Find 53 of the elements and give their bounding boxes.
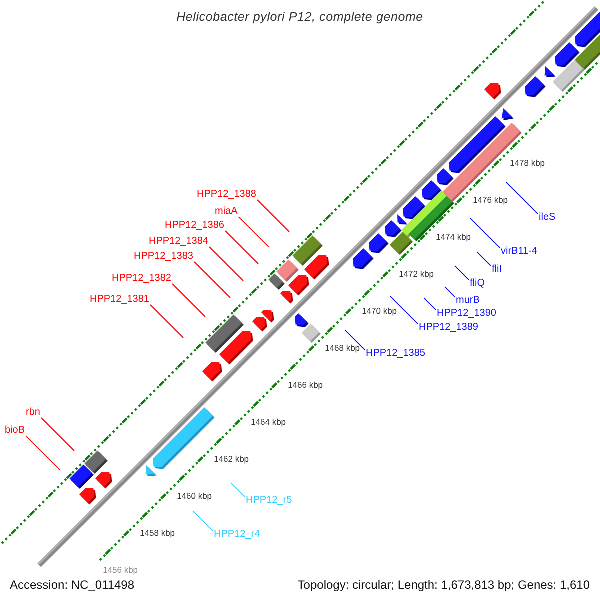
gene-label: HPP12_1386 — [165, 220, 224, 232]
leader-line — [172, 284, 206, 318]
gene-label: murB — [456, 295, 480, 307]
scale-label: 1464 kbp — [251, 417, 286, 428]
scale-label: 1466 kbp — [288, 380, 324, 390]
leader-line — [194, 262, 231, 298]
scale-label: 1474 kbp — [436, 232, 472, 242]
gene-label: HPP12_1384 — [149, 236, 208, 248]
scale-label: 1462 kbp — [214, 454, 250, 464]
leader-line — [470, 218, 500, 248]
scale-label: 1468 kbp — [325, 343, 360, 354]
leader-line — [26, 436, 61, 470]
leader-line — [192, 510, 214, 532]
gene-label: HPP12_1389 — [419, 322, 478, 334]
leader-line — [444, 286, 456, 298]
leader-line — [225, 230, 259, 264]
gene-label: HPP12_1390 — [437, 308, 496, 320]
leader-line — [230, 482, 246, 498]
gene-label: HPP12_1388 — [197, 189, 256, 201]
title: Helicobacter pylori P12, complete genome — [176, 10, 424, 24]
scale-label: 1456 kbp — [103, 565, 138, 576]
scale-label: 1472 kbp — [399, 269, 434, 280]
gene-label: HPP12_1385 — [366, 348, 426, 360]
footer-text: Accession: NC_011498 — [10, 578, 135, 592]
gene-label: HPP12_1381 — [90, 294, 150, 306]
gene-label: HPP12_1382 — [112, 273, 172, 285]
scale-label: 1460 kbp — [177, 491, 212, 502]
leader-line — [238, 216, 270, 248]
scale-label: 1476 kbp — [473, 195, 508, 206]
leader-line — [344, 330, 366, 350]
leader-line — [454, 266, 470, 280]
gene-label: HPP12_1383 — [134, 251, 194, 263]
gene-label: rbn — [26, 407, 40, 419]
leader-line — [40, 418, 75, 452]
scale-label: 1478 kbp — [510, 158, 546, 168]
gene-label: ileS — [539, 212, 556, 224]
leader-line — [150, 304, 184, 338]
gene-label: fliI — [492, 264, 502, 276]
leader-line — [476, 252, 492, 266]
leader-line — [257, 200, 290, 232]
gene-label: bioB — [5, 425, 26, 437]
gene-label: miaA — [215, 206, 238, 218]
footer-text: Topology: circular; Length: 1,673,813 bp; Genes: 1,610 — [298, 578, 590, 592]
leader-line — [209, 246, 244, 282]
leader-line — [390, 296, 418, 324]
gene-label: virB11-4 — [501, 246, 538, 258]
gene-label: HPP12_r4 — [214, 529, 260, 541]
gene-label: fliQ — [470, 278, 485, 290]
gene-label: HPP12_r5 — [246, 495, 292, 507]
leader-line — [424, 298, 436, 310]
scale-label: 1458 kbp — [140, 528, 176, 538]
leader-line — [506, 182, 538, 214]
scale-label: 1470 kbp — [362, 306, 398, 316]
